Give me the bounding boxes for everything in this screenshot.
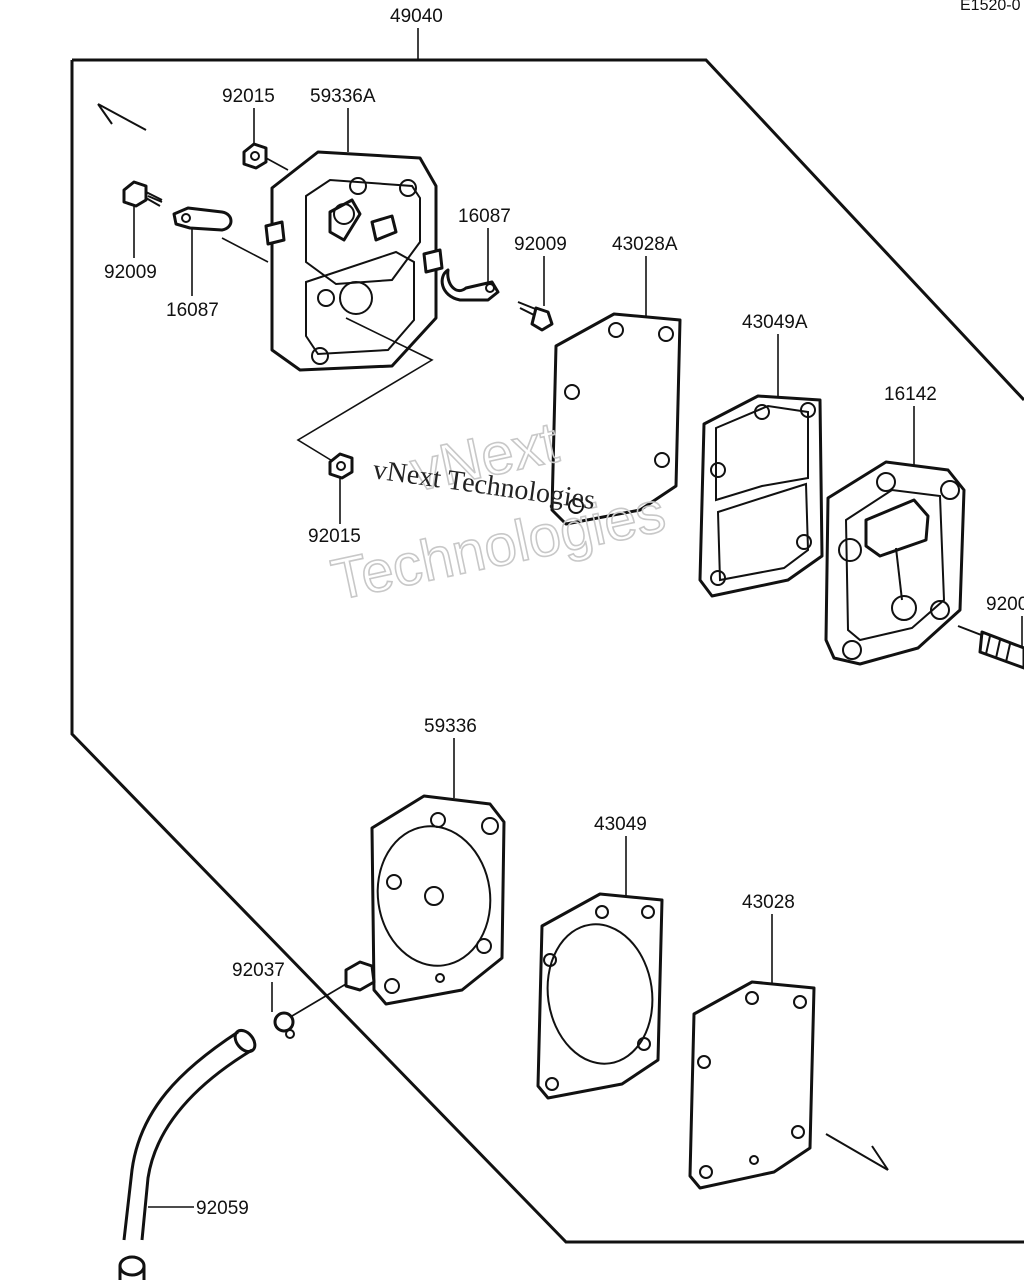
callout-92037: 92037 <box>232 960 285 981</box>
callout-92015-lower: 92015 <box>308 526 361 547</box>
nut-92015-lower <box>328 452 354 480</box>
callout-43028: 43028 <box>742 892 795 913</box>
pump-base-59336 <box>344 794 506 1006</box>
screw-9200-right <box>957 625 1024 670</box>
callout-49040: 49040 <box>390 6 443 27</box>
callout-59336a: 59336A <box>310 86 376 107</box>
nut-connector-lines <box>296 317 434 463</box>
callout-43049a: 43049A <box>742 312 808 333</box>
callout-9200-right: 9200 <box>986 594 1024 615</box>
nut-92015-top <box>242 142 268 170</box>
assembly-boundary <box>70 58 1024 1244</box>
check-valve-16087-right <box>440 268 500 302</box>
hose-92059 <box>118 1028 257 1280</box>
callout-92009-left: 92009 <box>104 262 157 283</box>
gasket-43028a <box>550 312 682 526</box>
nut-line-top <box>265 157 289 171</box>
gasket-43028 <box>688 980 816 1190</box>
callout-92009-right: 92009 <box>514 234 567 255</box>
bolt-92009-right <box>517 301 554 332</box>
callout-59336: 59336 <box>424 716 477 737</box>
check-valve-16087-left <box>172 206 233 232</box>
corner-code: E1520-0 <box>960 0 1021 14</box>
bolt-92009-left <box>122 180 163 208</box>
diaphragm-43049a <box>698 394 824 598</box>
clip-92037 <box>273 1011 295 1039</box>
callout-92059: 92059 <box>196 1198 249 1219</box>
pump-cover-59336a <box>264 150 444 372</box>
callout-92015-top: 92015 <box>222 86 275 107</box>
direction-arrow-bottom-right <box>825 1133 889 1171</box>
diaphragm-43049 <box>536 892 664 1100</box>
callout-16087-right: 16087 <box>458 206 511 227</box>
callout-16087-left: 16087 <box>166 300 219 321</box>
pump-body-16142 <box>824 460 966 666</box>
valve-line-left <box>221 237 269 263</box>
callout-16142: 16142 <box>884 384 937 405</box>
callout-43028a: 43028A <box>612 234 678 255</box>
direction-arrow-top-left <box>97 103 147 131</box>
callout-43049: 43049 <box>594 814 647 835</box>
hose-connector-line <box>291 983 347 1017</box>
